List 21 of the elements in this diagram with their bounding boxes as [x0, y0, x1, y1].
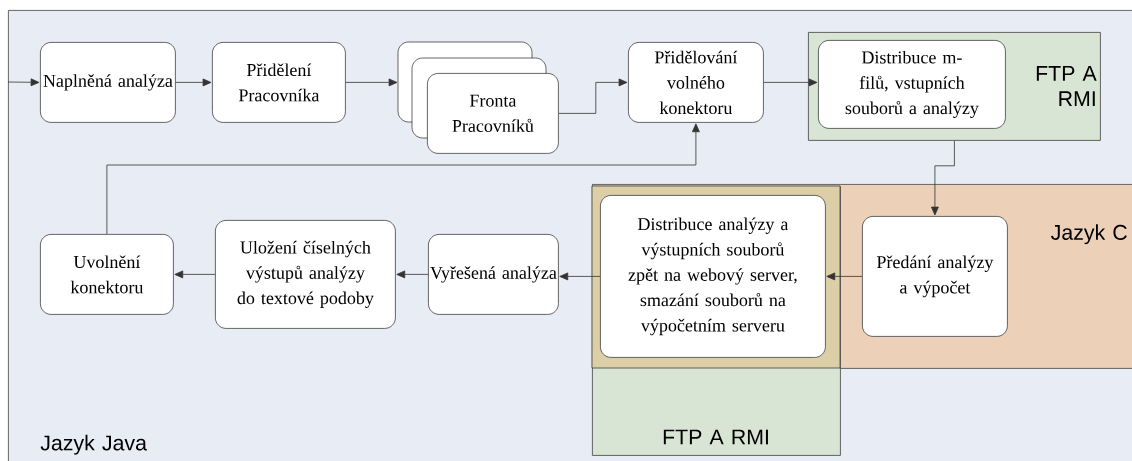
arrow [763, 78, 818, 87]
arrow [559, 272, 601, 281]
arrow [396, 270, 429, 279]
process-box: Přidělování volného konektoru [628, 42, 764, 123]
arrow [7, 78, 40, 87]
arrow [175, 78, 212, 87]
stacked-box: Fronta Pracovníků [397, 41, 559, 154]
process-box: Přidělení Pracovníka [212, 42, 346, 123]
process-box: Uložení číselných výstupů analýzy do textové podoby [215, 220, 396, 329]
process-box: Uvolnění konektoru [40, 234, 174, 315]
arrow [558, 78, 628, 114]
process-box: Naplněná analýza [40, 42, 176, 123]
arrow [931, 140, 955, 216]
arrow [106, 123, 700, 235]
process-box: Distribuce m-filů, vstupních souborů a analýzy [818, 40, 1006, 129]
process-box: Vyřešená analýza [428, 234, 559, 315]
arrow [345, 78, 398, 87]
process-box: Distribuce analýzy a výstupních souborů zpět na webový server, smazání souborů na výpočetním serveru [600, 195, 826, 358]
process-box: Předání analýzy a výpočet [862, 216, 1008, 337]
arrow [174, 270, 216, 279]
arrow [826, 272, 863, 281]
